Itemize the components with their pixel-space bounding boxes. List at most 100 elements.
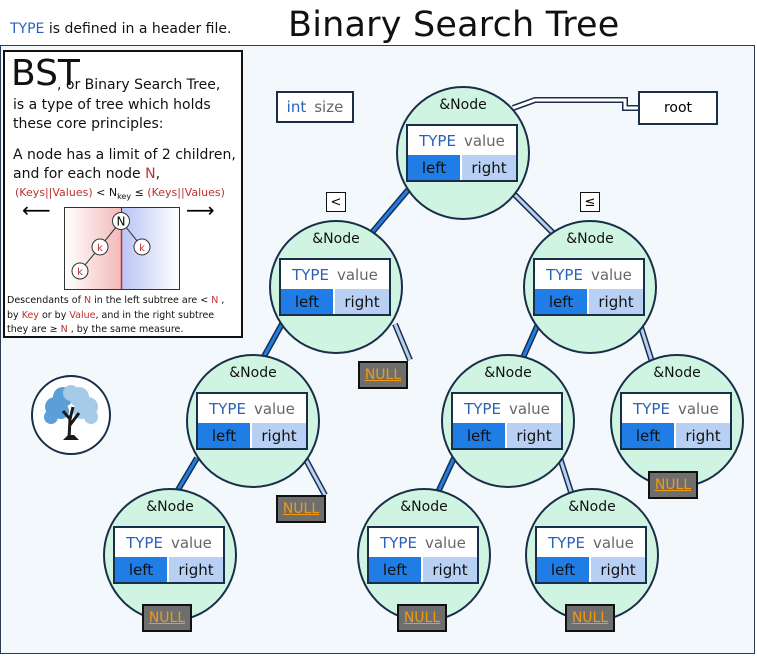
node-left-pointer: left bbox=[535, 289, 587, 314]
less-equal-symbol: ≤ bbox=[580, 192, 600, 212]
header-note: TYPE is defined in a header file. bbox=[10, 21, 231, 37]
node-body: TYPE value left right bbox=[196, 392, 308, 450]
desc-text: in the left subtree are < bbox=[91, 295, 212, 306]
node-right-pointer: right bbox=[591, 557, 645, 582]
node-left-pointer: left bbox=[198, 423, 250, 448]
null-terminator: NULL bbox=[648, 471, 698, 499]
node-right-pointer: right bbox=[589, 289, 643, 314]
bst-intro-2: is a type of tree which holds these core… bbox=[13, 97, 211, 132]
bst-description: Descendants of N in the left subtree are… bbox=[7, 294, 243, 338]
node-label: &Node bbox=[312, 231, 360, 247]
node-body: TYPE value left right bbox=[533, 258, 645, 316]
node-value: value bbox=[592, 533, 634, 552]
node-type: TYPE bbox=[548, 533, 585, 552]
formula-key-sub: key bbox=[117, 192, 132, 202]
node-type-value: TYPE value bbox=[198, 394, 306, 423]
rule-text-2: , bbox=[155, 166, 161, 182]
less-than-symbol: < bbox=[326, 192, 346, 212]
node-type-value: TYPE value bbox=[622, 394, 730, 423]
node-type: TYPE bbox=[464, 399, 501, 418]
node-value: value bbox=[336, 265, 378, 284]
node-value: value bbox=[463, 131, 505, 150]
formula-left-keys: (Keys||Values) bbox=[15, 186, 93, 199]
node-right-pointer: right bbox=[169, 557, 223, 582]
desc-text: they are ≥ bbox=[7, 324, 61, 335]
node-left-pointer: left bbox=[408, 155, 460, 180]
header-note-text: is defined in a header file. bbox=[44, 21, 232, 37]
node-value: value bbox=[253, 399, 295, 418]
null-terminator: NULL bbox=[142, 604, 192, 632]
node-type: TYPE bbox=[209, 399, 246, 418]
page-title: Binary Search Tree bbox=[288, 5, 620, 45]
desc-text: , by the same measure. bbox=[67, 324, 184, 335]
root-field: root bbox=[638, 91, 718, 125]
desc-text: , and in the right subtree bbox=[95, 309, 215, 321]
null-terminator: NULL bbox=[397, 604, 447, 632]
node-type-value: TYPE value bbox=[453, 394, 561, 423]
size-name: size bbox=[314, 98, 344, 116]
info-panel: BST , or Binary Search Tree, is a type o… bbox=[3, 50, 243, 338]
node-label: &Node bbox=[484, 365, 532, 381]
node-right-pointer: right bbox=[676, 423, 730, 448]
mini-child-label: k bbox=[77, 267, 83, 278]
desc-text: Descendants of bbox=[7, 295, 84, 306]
node-left-pointer: left bbox=[369, 557, 421, 582]
node-right-pointer: right bbox=[462, 155, 516, 180]
desc-n: N bbox=[83, 295, 92, 306]
node-left-pointer: left bbox=[281, 289, 333, 314]
node-type-value: TYPE value bbox=[537, 528, 645, 557]
node-right-pointer: right bbox=[252, 423, 306, 448]
node-right-pointer: right bbox=[507, 423, 561, 448]
node-left-pointer: left bbox=[622, 423, 674, 448]
node-value: value bbox=[508, 399, 550, 418]
left-arrow-icon: ⟵ bbox=[22, 198, 51, 222]
desc-text: or by bbox=[38, 309, 70, 321]
node-label: &Node bbox=[439, 97, 487, 113]
node-type: TYPE bbox=[633, 399, 670, 418]
node-right-pointer: right bbox=[335, 289, 389, 314]
mini-tree-diagram: N k k k bbox=[64, 207, 180, 290]
header-note-keyword: TYPE bbox=[10, 21, 45, 37]
rule-n: N bbox=[145, 166, 156, 182]
node-value: value bbox=[424, 533, 466, 552]
desc-n: N bbox=[211, 295, 219, 306]
node-value: value bbox=[590, 265, 632, 284]
node-type: TYPE bbox=[546, 265, 583, 284]
node-body: TYPE value left right bbox=[535, 526, 647, 584]
formula-lt: < N bbox=[92, 186, 118, 199]
desc-key: Key bbox=[21, 309, 39, 321]
formula-right-keys: (Keys||Values) bbox=[147, 186, 225, 199]
bst-intro-1: , or Binary Search Tree, bbox=[57, 77, 221, 93]
formula-le: ≤ bbox=[131, 186, 148, 199]
desc-value: Value bbox=[69, 309, 96, 321]
node-type-value: TYPE value bbox=[281, 260, 389, 289]
node-body: TYPE value left right bbox=[620, 392, 732, 450]
size-type: int bbox=[286, 98, 307, 116]
node-value: value bbox=[677, 399, 719, 418]
node-type-value: TYPE value bbox=[535, 260, 643, 289]
mini-child-label: k bbox=[139, 243, 145, 254]
bst-rule: A node has a limit of 2 children, and fo… bbox=[13, 146, 241, 184]
desc-text: , bbox=[218, 295, 225, 306]
node-body: TYPE value left right bbox=[279, 258, 391, 316]
node-type: TYPE bbox=[292, 265, 329, 284]
node-left-pointer: left bbox=[115, 557, 167, 582]
tree-logo-icon bbox=[44, 385, 98, 440]
right-arrow-icon: ⟶ bbox=[186, 198, 215, 222]
mini-child-label: k bbox=[97, 243, 103, 254]
node-label: &Node bbox=[653, 365, 701, 381]
node-left-pointer: left bbox=[537, 557, 589, 582]
tree-logo bbox=[31, 375, 111, 455]
